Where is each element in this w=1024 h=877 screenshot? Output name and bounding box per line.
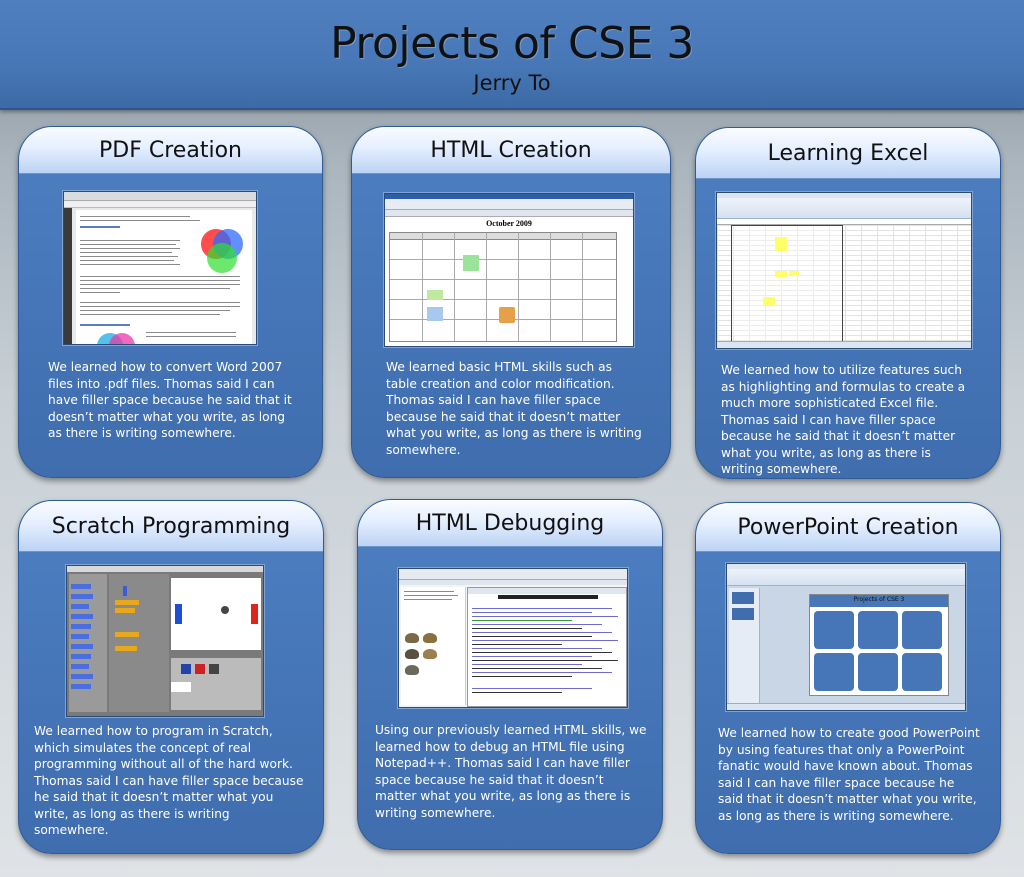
card-html-creation: HTML Creation October 2009 We learned ba… (351, 126, 671, 478)
card-title: HTML Debugging (358, 500, 662, 547)
card-html-debugging: HTML Debugging (357, 499, 663, 850)
card-powerpoint-creation: PowerPoint Creation Projects of CSE 3 We… (695, 502, 1001, 854)
card-description: We learned how to program in Scratch, wh… (34, 724, 304, 837)
card-title: PDF Creation (19, 127, 322, 174)
card-description: Using our previously learned HTML skills… (375, 723, 647, 820)
card-title: PowerPoint Creation (696, 503, 1000, 552)
header-banner: Projects of CSE 3 Jerry To (0, 0, 1024, 110)
card-description: We learned how to utilize features such … (721, 363, 966, 476)
card-pdf-creation: PDF Creation (18, 126, 323, 478)
excel-screenshot (716, 192, 972, 349)
card-scratch-programming: Scratch Programming (18, 500, 324, 854)
cmyk-venn-icon (97, 333, 135, 344)
page-subtitle: Jerry To (473, 71, 551, 95)
card-title: Learning Excel (696, 128, 1000, 179)
slide-heading: Projects of CSE 3 (853, 596, 905, 603)
scratch-screenshot (66, 565, 264, 717)
card-description: We learned how to convert Word 2007 file… (48, 360, 292, 440)
powerpoint-screenshot: Projects of CSE 3 (726, 563, 966, 711)
card-learning-excel: Learning Excel We learned how to utilize… (695, 127, 1001, 479)
card-title: HTML Creation (352, 127, 670, 174)
card-title: Scratch Programming (19, 501, 323, 552)
card-description: We learned basic HTML skills such as tab… (386, 360, 642, 457)
html-debugging-screenshot (398, 568, 628, 708)
rgb-venn-icon (201, 229, 243, 273)
calendar-heading: October 2009 (486, 219, 532, 228)
page-title: Projects of CSE 3 (330, 18, 694, 69)
card-description: We learned how to create good PowerPoint… (718, 726, 980, 823)
pdf-screenshot (63, 191, 257, 345)
html-calendar-screenshot: October 2009 (384, 193, 634, 347)
